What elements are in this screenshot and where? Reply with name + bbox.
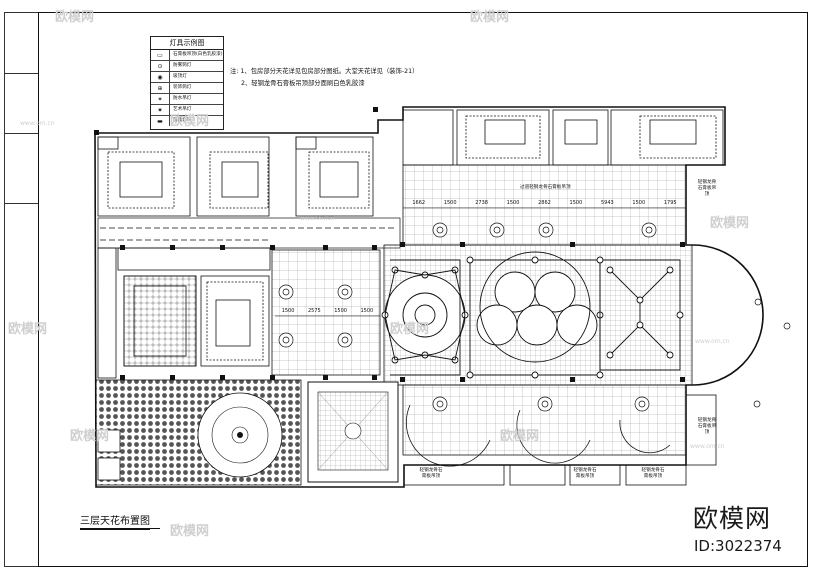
- watermark-url: www.om.cn: [690, 443, 725, 450]
- legend-label: 艺术吊灯: [173, 107, 192, 112]
- dimension-value: 1500: [443, 200, 457, 206]
- hall-grid-ceiling: [271, 249, 381, 376]
- watermark: 欧模网: [500, 429, 540, 444]
- art-pendant-icon: ✷: [151, 105, 170, 115]
- dimension-value: 1500: [334, 308, 347, 314]
- watermark: 欧模网: [390, 322, 430, 337]
- waterproof-pendant-icon: ✶: [151, 94, 170, 104]
- dimension-lines: [275, 207, 686, 317]
- watermark: 欧模网: [170, 524, 210, 539]
- dimension-value: 1662: [412, 200, 426, 206]
- feature-ceiling: [381, 251, 684, 379]
- dimension-row-mid: 1500 2575 1500 1500: [275, 308, 380, 318]
- watermark: 欧模网: [70, 429, 110, 444]
- atrium: [307, 381, 399, 483]
- dimension-row-top: 1662 1500 2738 1500 2862 1500 5943 1500 …: [403, 200, 686, 210]
- room-tag: 轻钢龙骨石膏板吊顶: [573, 468, 597, 479]
- brand-logo: 欧模网: [693, 504, 772, 533]
- legend-row: ◉ 吸顶灯: [151, 72, 223, 83]
- legend-label: 防雾筒灯: [173, 63, 192, 68]
- title-strip-cell: [5, 203, 38, 204]
- legend-row: ⊕ 装饰筒灯: [151, 83, 223, 94]
- dimension-value: 1500: [506, 200, 520, 206]
- watermark: 欧模网: [470, 10, 510, 25]
- watermark: 欧模网: [55, 10, 95, 25]
- dimension-value: 1795: [663, 200, 677, 206]
- watermark-url: www.om.cn: [300, 215, 335, 222]
- gypsum-ceiling-icon: ▭: [151, 50, 170, 60]
- legend-row: ▭ 石膏板吊顶(白色乳胶漆): [151, 50, 223, 61]
- luminaire-legend: 灯具示例图 ▭ 石膏板吊顶(白色乳胶漆) ⊙ 防雾筒灯 ◉ 吸顶灯 ⊕ 装饰筒灯…: [150, 36, 224, 130]
- dimension-value: 1500: [569, 200, 583, 206]
- dimension-value: 5943: [600, 200, 614, 206]
- room-tag: 轻钢龙骨石膏板吊顶: [641, 468, 665, 479]
- room-tag-corridor: 过道轻钢龙骨石膏板吊顶: [520, 185, 571, 190]
- room-tag: 轻钢龙骨石膏板吊顶: [419, 468, 443, 479]
- legend-label: 防水吊灯: [173, 96, 192, 101]
- legend-title: 灯具示例图: [151, 37, 223, 50]
- columns: [94, 107, 685, 382]
- drawing-notes: 注: 1、包房部分天花详见包房部分图纸。大堂天花详见（装饰-21） 2、轻钢龙骨…: [230, 66, 418, 90]
- model-id: ID:3022374: [694, 537, 782, 555]
- dimension-value: 1500: [281, 308, 295, 314]
- top-rooms-right: [402, 109, 724, 166]
- downlights: [278, 222, 791, 412]
- legend-label: 装饰筒灯: [173, 85, 192, 90]
- bottom-rooms: [403, 394, 717, 486]
- note-line-2: 2、轻钢龙骨石膏板吊顶部分面刷白色乳胶漆: [241, 80, 365, 87]
- legend-row: ✷ 艺术吊灯: [151, 105, 223, 116]
- hidden-lightstrip-icon: ▬: [151, 116, 170, 126]
- toilets: [97, 429, 121, 481]
- mosaic-area: [95, 379, 302, 486]
- corridor: [97, 217, 401, 249]
- title-strip-cell: [5, 73, 38, 74]
- dimension-value: 2575: [308, 308, 321, 314]
- room-tag: 轻钢龙骨石膏板吊顶: [697, 418, 717, 435]
- dimension-value: 1500: [360, 308, 374, 314]
- watermark-url: www.om.cn: [20, 120, 55, 127]
- left-rooms: [97, 247, 271, 379]
- legend-label: 暗藏灯带: [173, 118, 192, 123]
- title-strip-cell: [5, 133, 38, 134]
- ceiling-lamp-icon: ◉: [151, 72, 170, 82]
- dimension-value: 2862: [538, 200, 551, 206]
- decor-downlight-icon: ⊕: [151, 83, 170, 93]
- dimension-value: 1500: [632, 200, 646, 206]
- legend-label: 石膏板吊顶(白色乳胶漆): [173, 52, 223, 57]
- watermark: 欧模网: [8, 322, 48, 337]
- watermark: 欧模网: [170, 114, 210, 129]
- note-line-1: 注: 1、包房部分天花详见包房部分图纸。大堂天花详见（装饰-21）: [230, 68, 419, 75]
- legend-row: ▬ 暗藏灯带: [151, 116, 223, 126]
- drawing-frame: [38, 12, 808, 567]
- legend-row: ⊙ 防雾筒灯: [151, 61, 223, 72]
- watermark: 欧模网: [710, 216, 750, 231]
- title-strip: [4, 12, 38, 567]
- hall-arcs: [405, 404, 671, 467]
- room-tag: 轻钢龙骨石膏板吊顶: [697, 180, 717, 197]
- top-rooms-left: [97, 136, 374, 217]
- legend-label: 吸顶灯: [173, 74, 187, 79]
- legend-row: ✶ 防水吊灯: [151, 94, 223, 105]
- watermark-url: www.om.cn: [695, 338, 730, 345]
- antifog-downlight-icon: ⊙: [151, 61, 170, 71]
- dimension-value: 2738: [475, 200, 488, 206]
- title-underline: [80, 528, 160, 529]
- drawing-title: 三层天花布置图: [80, 512, 150, 530]
